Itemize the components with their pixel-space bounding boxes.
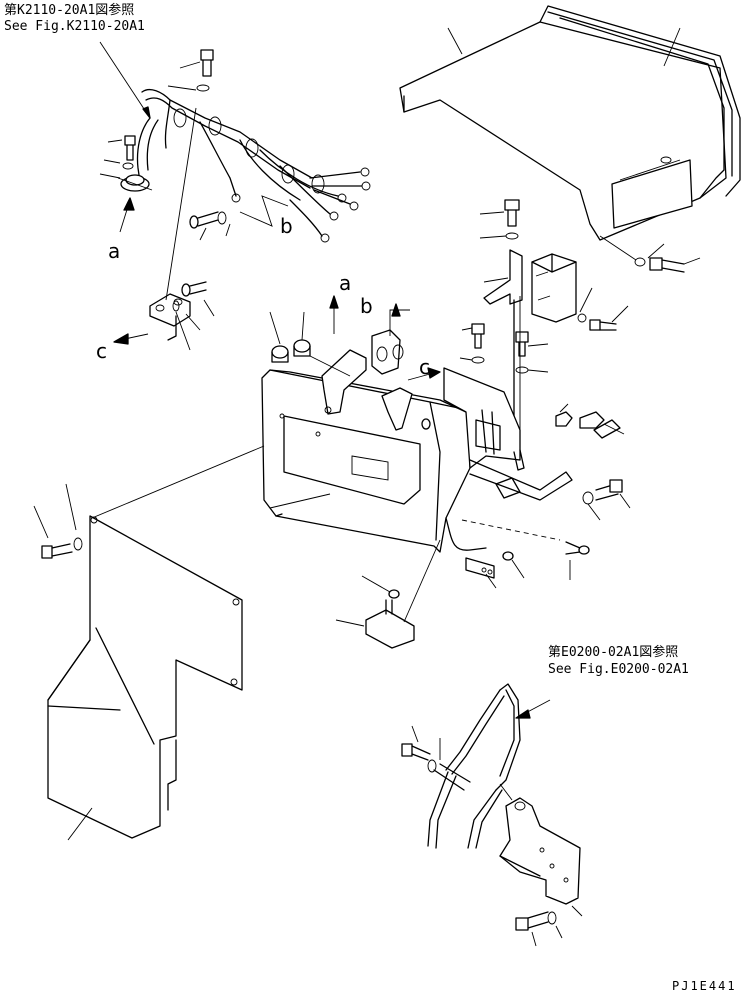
relay-box [531, 253, 577, 323]
handrail-reference-arrow [515, 709, 531, 719]
panel-leader [67, 807, 93, 841]
handrail-reference-jp: 第E0200-02A1図参照 [548, 644, 678, 660]
callout-b-housing: b [360, 294, 373, 318]
harness-reference-arrow [142, 106, 151, 119]
callout-a-arrow [123, 197, 135, 211]
callout-c-housing-arrow [427, 367, 441, 379]
inner-frame-bracket [443, 367, 573, 501]
harness-reference-leader [99, 41, 151, 119]
callout-b-housing-leader [389, 309, 410, 336]
callout-a-housing-arrow [329, 295, 339, 309]
mount-block [335, 539, 441, 649]
top-cover [399, 5, 741, 241]
bracket-bolt [515, 911, 563, 947]
cover-leader-2 [663, 27, 681, 67]
panel-to-housing-line [91, 445, 265, 519]
center-upper-bolt [479, 199, 520, 240]
panel-bolts [33, 483, 83, 559]
drawing-code: PJ1E441 [672, 979, 737, 993]
housing-side-fasteners [555, 403, 625, 439]
bracket-c [149, 281, 215, 351]
callout-a-harness: a [108, 239, 120, 263]
harness-mount-bolts [189, 211, 231, 241]
harness-reference-en: See Fig.K2110-20A1 [4, 19, 145, 34]
handrail-reference-en: See Fig.E0200-02A1 [548, 662, 689, 677]
callout-a-housing: a [339, 271, 351, 295]
hidden-outline [461, 519, 561, 541]
callout-c-arrow [113, 333, 129, 345]
housing-leader [269, 493, 331, 509]
callout-c-housing-leader [407, 373, 431, 381]
harness-reference-jp: 第K2110-20A1図参照 [4, 2, 134, 18]
console-housing [261, 369, 487, 553]
handrail-bolts [401, 725, 441, 773]
side-panel [47, 515, 243, 839]
bracket-to-harness-line [165, 107, 197, 301]
callout-c-bracket: c [96, 339, 107, 363]
cover-leader-1 [447, 27, 463, 55]
handrail-bracket [499, 783, 583, 917]
center-stud-bolt [565, 541, 590, 580]
grommets [269, 311, 351, 377]
callout-b-harness: b [280, 214, 293, 238]
callout-b-leader [239, 195, 289, 227]
cover-mount-bolt [599, 235, 701, 273]
middle-bolts [459, 323, 549, 374]
wiring-harness [136, 88, 371, 243]
top-left-bolts [99, 49, 214, 179]
small-plate [465, 551, 525, 589]
handrail-pipe [427, 683, 521, 849]
callout-b-housing-arrow [391, 303, 401, 317]
callout-c-housing: c [419, 355, 430, 379]
harness-connector [117, 174, 153, 192]
lower-right-bolt [582, 479, 631, 521]
relay-screw [577, 287, 629, 331]
housing-top-brackets [321, 329, 431, 431]
